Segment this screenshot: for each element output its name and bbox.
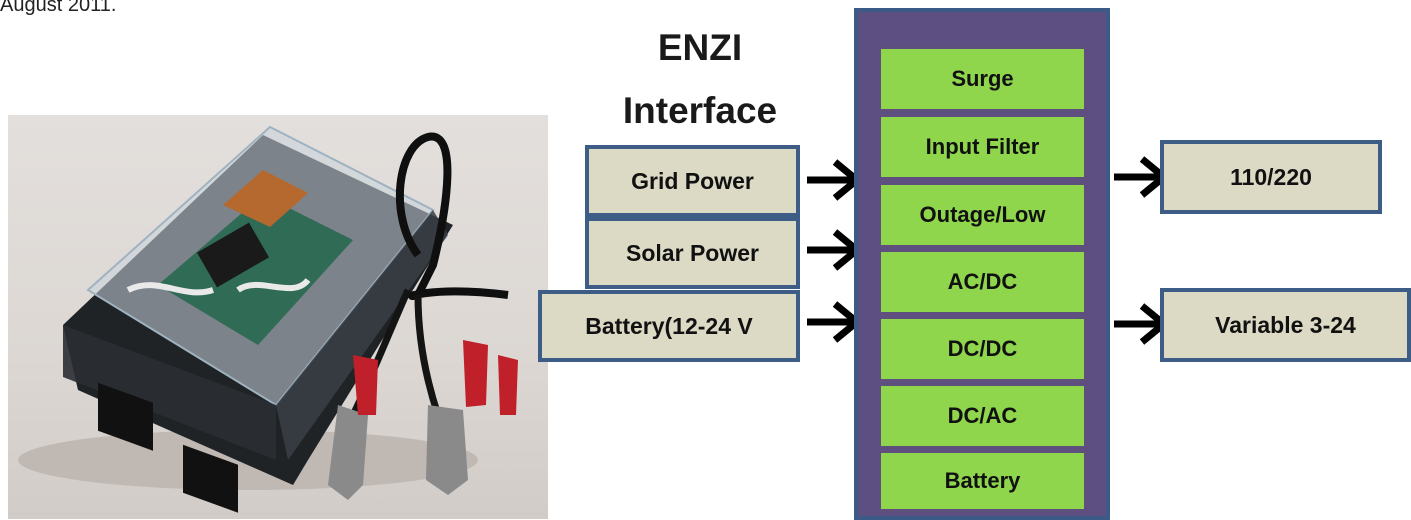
stage-ac-dc: AC/DC bbox=[878, 249, 1087, 315]
stage-dc-ac: DC/AC bbox=[878, 383, 1087, 449]
stage-surge: Surge bbox=[878, 46, 1087, 112]
input-solar-power: Solar Power bbox=[585, 217, 800, 289]
diagram-title-line2: Interface bbox=[600, 92, 800, 129]
device-photo bbox=[8, 115, 548, 519]
stage-battery: Battery bbox=[878, 450, 1087, 512]
stage-dc-dc: DC/DC bbox=[878, 316, 1087, 382]
output-110-220: 110/220 bbox=[1160, 140, 1382, 214]
output-variable-3-24: Variable 3-24 bbox=[1160, 288, 1411, 362]
stage-input-filter: Input Filter bbox=[878, 114, 1087, 180]
diagram-title-line1: ENZI bbox=[600, 29, 800, 66]
input-grid-power: Grid Power bbox=[585, 145, 800, 217]
processing-column: Surge Input Filter Outage/Low AC/DC DC/D… bbox=[854, 8, 1110, 520]
input-battery: Battery(12-24 V bbox=[538, 290, 800, 362]
stage-outage-low: Outage/Low bbox=[878, 182, 1087, 248]
caption-text: August 2011. bbox=[0, 0, 116, 17]
